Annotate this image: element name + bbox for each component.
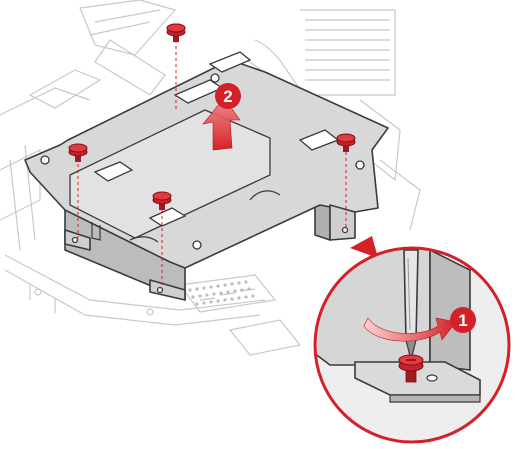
screw-guide-lines — [77, 40, 347, 288]
bracket-right-tab — [329, 204, 356, 241]
connector-dots — [188, 280, 255, 306]
step-1-label: 1 — [458, 311, 467, 330]
up-arrow-icon — [202, 97, 241, 151]
screw-icon — [398, 354, 424, 383]
bracket-front-tab — [149, 279, 186, 301]
counterclockwise-arrow-icon — [363, 317, 457, 342]
zoom-leader — [350, 236, 378, 258]
screw-icon — [166, 23, 186, 42]
zoom-detail — [313, 246, 511, 444]
step-2-callout: 2 — [215, 83, 241, 109]
step-1-callout: 1 — [450, 307, 476, 333]
screw-icon — [68, 143, 88, 162]
screw-icon — [152, 191, 172, 210]
screw-icon — [336, 133, 356, 152]
step-2-label: 2 — [223, 87, 232, 106]
